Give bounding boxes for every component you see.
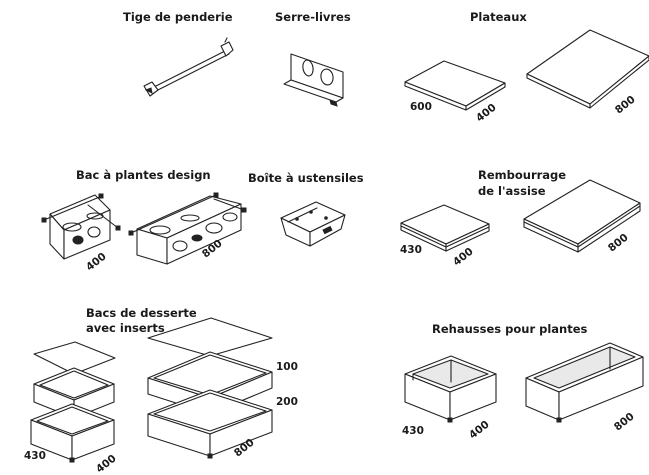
- dim-serving-height-100: 100: [276, 361, 298, 373]
- label-utensil-box: Boîte à ustensiles: [248, 171, 364, 185]
- utensil-box-illustration: [280, 201, 346, 247]
- dim-riser-small-width: 430: [402, 425, 424, 437]
- tray-small-illustration: [404, 60, 506, 111]
- seat-cushion-large-illustration: [523, 179, 641, 253]
- plant-riser-large-illustration: [525, 342, 644, 423]
- label-seat-cushion-line2: de l'assise: [478, 184, 546, 198]
- planter-design-small-illustration: [41, 193, 121, 260]
- label-bookend: Serre-livres: [275, 10, 351, 24]
- bookend-illustration: [283, 53, 344, 107]
- dim-cushion-small-width: 430: [400, 244, 422, 256]
- label-plant-risers: Rehausses pour plantes: [432, 322, 588, 336]
- label-seat-cushion-line1: Rembourrage: [478, 168, 567, 182]
- dim-tray-small-width: 600: [410, 101, 432, 113]
- tray-large-illustration: [526, 29, 649, 109]
- label-trays: Plateaux: [470, 10, 527, 24]
- label-design-planter: Bac à plantes design: [76, 168, 211, 182]
- hanging-rod-illustration: [143, 37, 234, 97]
- label-serving-trays-line2: avec inserts: [86, 321, 165, 335]
- label-serving-trays-line1: Bacs de desserte: [86, 306, 197, 320]
- planter-design-large-illustration: [128, 192, 247, 265]
- serving-trays-large-illustration: [147, 317, 273, 459]
- plant-riser-small-illustration: [404, 355, 497, 423]
- serving-trays-small-illustration: [30, 341, 116, 463]
- label-hanging-rod: Tige de penderie: [123, 10, 233, 24]
- dim-serving-small-width: 430: [24, 450, 46, 462]
- dim-serving-height-200: 200: [276, 396, 298, 408]
- seat-cushion-small-illustration: [400, 204, 490, 252]
